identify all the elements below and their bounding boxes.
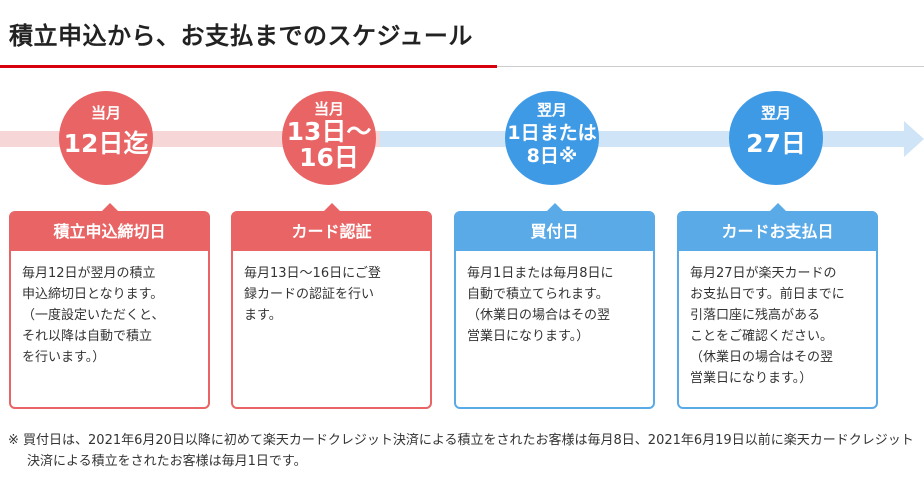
page-title: 積立申込から、お支払までのスケジュール [9,22,473,50]
step-1-heading: 積立申込締切日 [11,203,208,251]
footnote: ※ 買付日は、2021年6月20日以降に初めて楽天カードクレジット決済による積立… [8,433,914,469]
step-4-month: 翌月 [760,104,791,122]
step-3-date-first: 1日または [507,122,597,144]
step-4-heading: カードお支払日 [679,203,876,251]
step-4-card: カードお支払日 毎月27日が楽天カードの お支払日です。前日までに 引落口座に残… [677,203,878,409]
step-4-description: 毎月27日が楽天カードの お支払日です。前日までに 引落口座に残高がある ことを… [690,266,845,386]
step-3-description: 毎月1日または毎月8日に 自動で積立てられます。 （休業日の場合はその翌 営業日… [467,266,614,344]
step-2-card: カード認証 毎月13日〜16日にご登 録カードの認証を行い ます。 [231,203,432,409]
step-2-date-end: 16日 [299,143,359,172]
step-3-heading: 買付日 [456,203,653,251]
step-2-description: 毎月13日〜16日にご登 録カードの認証を行い ます。 [244,266,381,323]
step-1-month: 当月 [90,104,121,122]
step-4-date: 27日 [746,129,806,158]
step-4-heading-label: カードお支払日 [721,222,834,241]
step-3-notch [544,203,565,213]
title-accent-line [0,65,497,68]
step-3-date-circle: 翌月 1日または 8日※ [505,91,599,185]
step-3-month: 翌月 [536,101,567,119]
step-1-heading-label: 積立申込締切日 [53,222,166,241]
timeline-arrow-icon [904,121,924,157]
step-4-notch [767,203,788,213]
step-1-date-circle: 当月 12日迄 [59,91,153,185]
step-1-date: 12日迄 [63,129,149,158]
step-2-heading: カード認証 [233,203,430,251]
step-2-notch [321,203,342,213]
step-3-heading-label: 買付日 [530,222,579,241]
step-4-date-circle: 翌月 27日 [729,91,823,185]
timeline-track-next-month [380,131,910,147]
step-2-date-circle: 当月 13日〜 16日 [282,91,376,185]
step-2-date-start: 13日〜 [286,117,372,146]
step-2-heading-label: カード認証 [291,222,372,241]
step-2-month: 当月 [313,100,344,118]
step-1-description: 毎月12日が翌月の積立 申込締切日となります。 （一度設定いただくと、 それ以降… [22,266,165,365]
step-1-notch [99,203,120,213]
step-1-card: 積立申込締切日 毎月12日が翌月の積立 申込締切日となります。 （一度設定いただ… [9,203,210,409]
step-3-card: 買付日 毎月1日または毎月8日に 自動で積立てられます。 （休業日の場合はその翌… [454,203,655,409]
step-3-date-second: 8日※ [526,145,578,167]
